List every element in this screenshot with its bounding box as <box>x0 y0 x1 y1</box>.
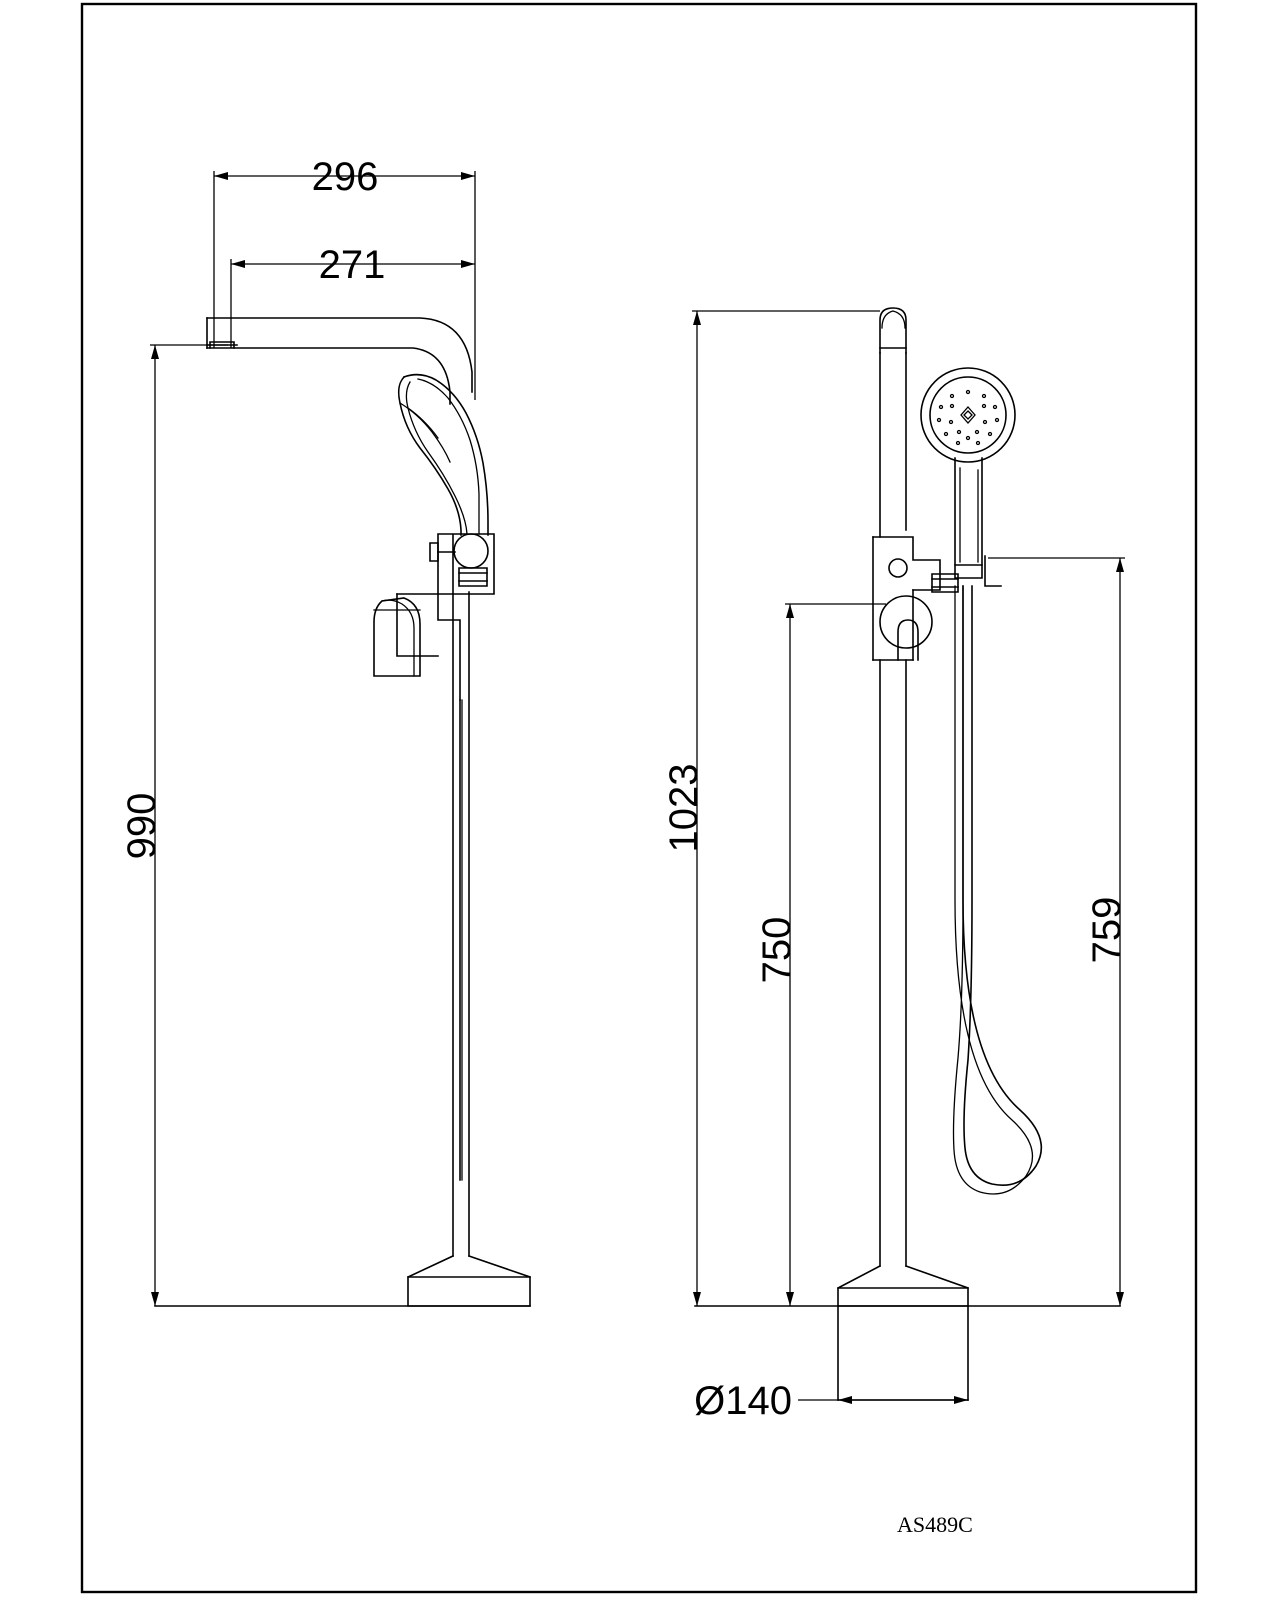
showerhead-outer-ring <box>920 367 1016 463</box>
front-view-dimensions: 1023 750 759 Ø140 <box>662 310 1129 1423</box>
part-code-label: AS489C <box>897 1512 973 1537</box>
side-view-dimensions: 296 271 990 <box>120 155 476 1306</box>
dim-990-label: 990 <box>120 793 164 860</box>
dim-140-label: Ø140 <box>694 1379 792 1423</box>
spray-nozzle-pattern <box>936 389 1000 446</box>
front-view-geometry <box>694 307 1121 1401</box>
dim-759-label: 759 <box>1085 897 1129 964</box>
dim-750-label: 750 <box>755 917 799 984</box>
sheet-frame-border <box>80 2 1198 1594</box>
dim-271-label: 271 <box>319 243 386 287</box>
dim-296-label: 296 <box>312 155 379 199</box>
mixer-control-knob <box>879 595 933 649</box>
diverter-indicator <box>888 558 908 578</box>
showerhead-face <box>929 376 1007 454</box>
dim-1023-label: 1023 <box>662 764 706 853</box>
side-view-geometry <box>154 317 531 1307</box>
